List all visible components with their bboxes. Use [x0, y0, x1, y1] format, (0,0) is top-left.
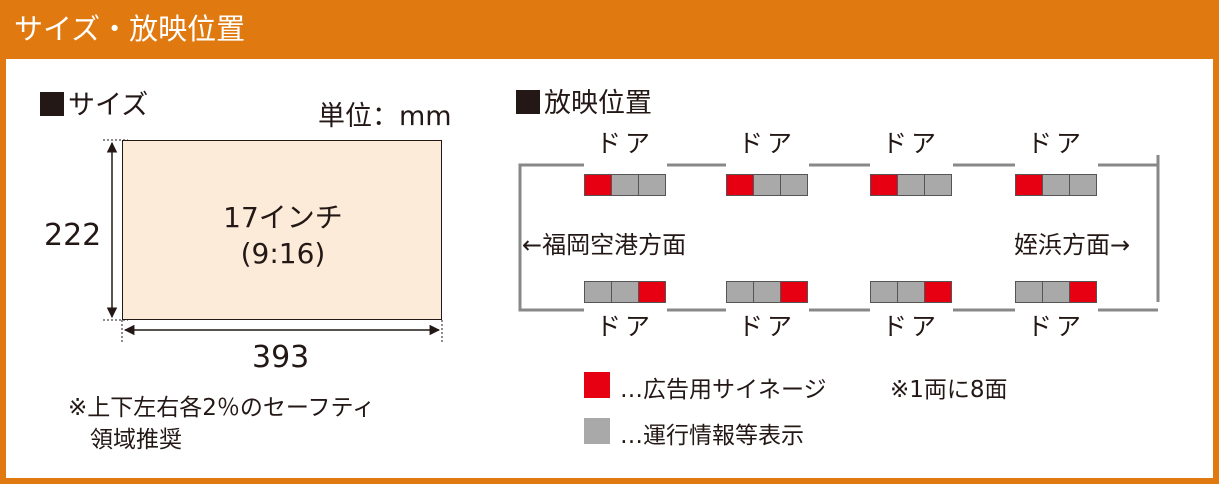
panel-group-top-4	[1015, 174, 1097, 196]
info-display-panel	[611, 282, 638, 302]
panel-group-bottom-4	[1015, 281, 1097, 303]
info-display-panel	[727, 282, 753, 302]
panel-group-bottom-3	[870, 281, 952, 303]
ad-signage-panel	[780, 282, 807, 302]
ad-signage-panel	[585, 175, 611, 195]
info-display-panel	[897, 175, 924, 195]
safety-note-line2: 領域推奨	[90, 427, 182, 453]
position-section-title: 放映位置	[516, 88, 652, 120]
ad-signage-panel	[638, 282, 665, 302]
info-display-panel	[585, 282, 611, 302]
screen-ratio-label: (9:16)	[240, 237, 326, 270]
screen-size-label: 17インチ	[223, 201, 343, 234]
info-display-panel	[897, 282, 924, 302]
size-section-title-text: サイズ	[68, 90, 149, 121]
info-display-panel	[871, 282, 897, 302]
screen-rectangle: 17インチ (9:16)	[122, 140, 442, 320]
legend-ad-swatch	[584, 372, 610, 398]
door-label-top-1: ドア	[595, 129, 654, 158]
legend-ad-label: …広告用サイネージ	[620, 377, 827, 403]
info-display-panel	[1042, 175, 1069, 195]
info-display-panel	[780, 175, 807, 195]
width-value: 393	[252, 340, 310, 375]
info-display-panel	[611, 175, 638, 195]
door-label-top-3: ドア	[881, 129, 940, 158]
header-title: サイズ・放映位置	[14, 12, 246, 46]
info-display-panel	[638, 175, 665, 195]
safety-note-line1: ※上下左右各2％のセーフティ	[68, 395, 376, 421]
train-car-outline	[518, 155, 1160, 312]
info-display-panel	[753, 175, 780, 195]
unit-label: 単位：mm	[318, 101, 452, 132]
position-section-title-text: 放映位置	[544, 88, 652, 119]
square-bullet-icon	[40, 92, 64, 116]
panel-group-top-3	[870, 174, 952, 196]
square-bullet-icon	[516, 90, 540, 114]
car-left-end	[518, 163, 584, 312]
ad-signage-panel	[727, 175, 753, 195]
panel-group-top-2	[726, 174, 808, 196]
legend-info-label: …運行情報等表示	[620, 423, 804, 449]
door-label-bottom-4: ドア	[1026, 312, 1085, 341]
panel-group-top-1	[584, 174, 666, 196]
door-label-top-2: ドア	[737, 129, 796, 158]
size-section-title: サイズ	[40, 90, 148, 122]
direction-meinohama: 姪浜方面→	[1014, 231, 1131, 259]
info-display-panel	[924, 175, 951, 195]
ad-signage-panel	[871, 175, 897, 195]
legend-count-note: ※1両に8面	[890, 377, 1008, 403]
door-label-top-4: ドア	[1026, 129, 1085, 158]
header-bar: サイズ・放映位置	[0, 0, 1219, 59]
info-display-panel	[1042, 282, 1069, 302]
door-label-bottom-3: ドア	[881, 312, 940, 341]
ad-signage-panel	[924, 282, 951, 302]
door-label-bottom-2: ドア	[737, 312, 796, 341]
direction-fukuoka-airport: ←福岡空港方面	[522, 231, 687, 259]
info-display-panel	[1016, 282, 1042, 302]
panel-group-bottom-1	[584, 281, 666, 303]
door-label-bottom-1: ドア	[595, 312, 654, 341]
panel-group-bottom-2	[726, 281, 808, 303]
info-display-panel	[1069, 175, 1096, 195]
info-display-panel	[753, 282, 780, 302]
ad-signage-panel	[1016, 175, 1042, 195]
legend-info-swatch	[584, 418, 610, 444]
ad-signage-panel	[1069, 282, 1096, 302]
height-value: 222	[44, 218, 102, 253]
